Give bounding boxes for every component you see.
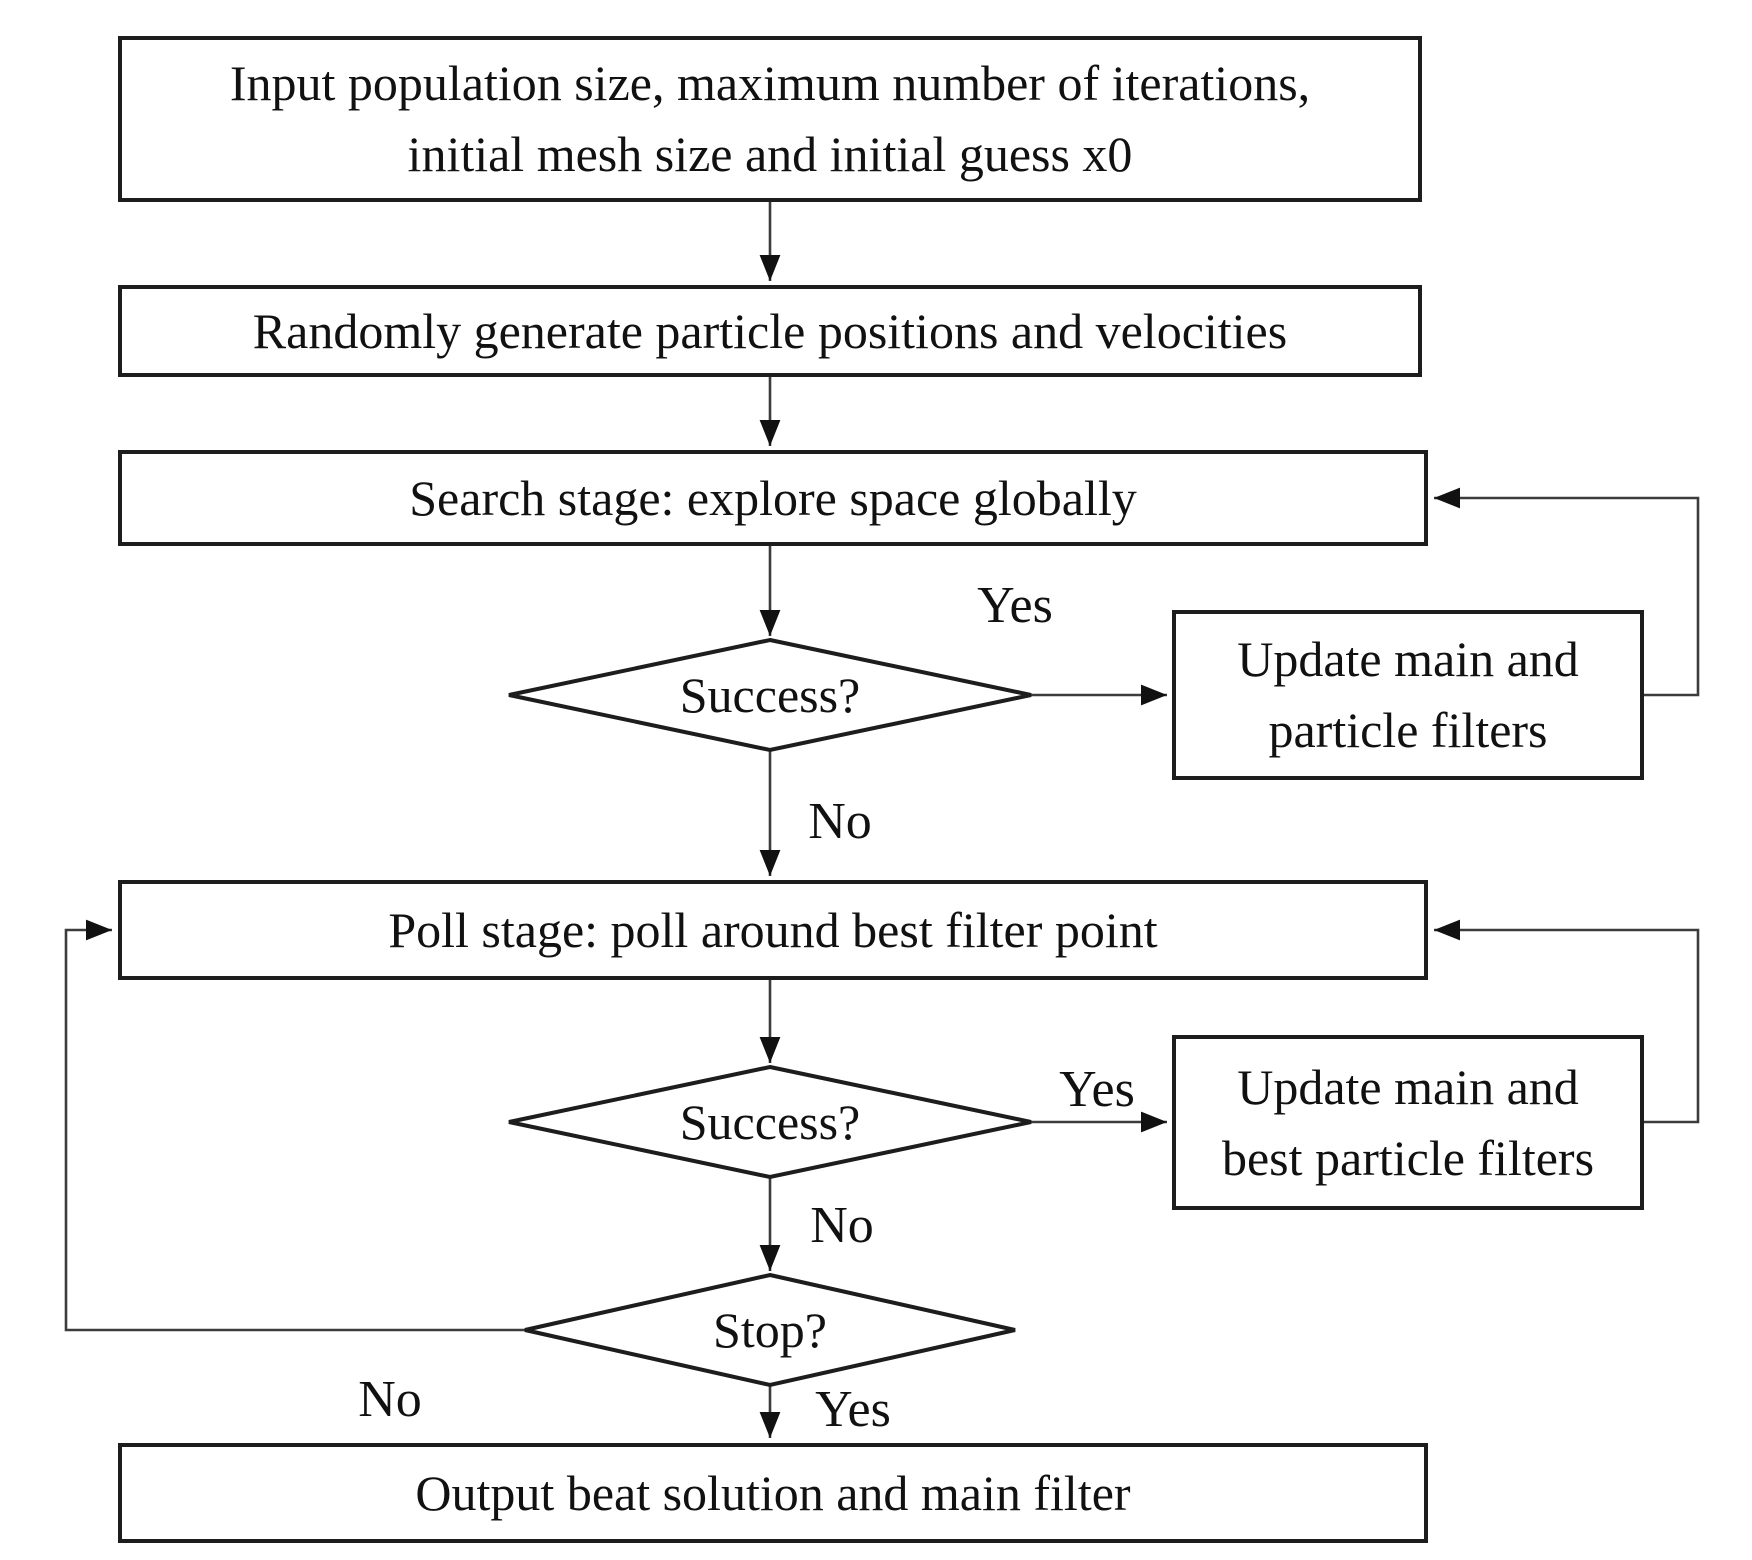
node-update1-line-2: particle filters [1268, 702, 1548, 758]
node-input-line-2: initial mesh size and initial guess x0 [407, 126, 1133, 182]
decision-success-1-shape [508, 637, 1032, 753]
node-update2-line-1: Update main and [1237, 1058, 1579, 1115]
decision-stop-label: Stop? [713, 1302, 827, 1358]
node-update-main-particle-filters: Update main and particle filters [1172, 610, 1644, 780]
node-output-line-1: Output beat solution and main filter [415, 1464, 1131, 1521]
edge-label-success1-yes: Yes [977, 576, 1053, 634]
node-input-parameters: Input population size, maximum number of… [118, 36, 1422, 202]
decision-stop-shape [524, 1272, 1016, 1388]
decision-success-2-shape [508, 1064, 1032, 1180]
node-input-line-1: Input population size, maximum number of… [229, 55, 1311, 111]
edge-label-stop-no: No [358, 1370, 422, 1428]
edge-label-stop-yes: Yes [815, 1380, 891, 1438]
node-randomly-generate: Randomly generate particle positions and… [118, 285, 1422, 377]
edge-label-success2-yes: Yes [1059, 1060, 1135, 1118]
node-search-line-1: Search stage: explore space globally [409, 469, 1137, 526]
node-update2-line-2: best particle filters [1221, 1129, 1595, 1186]
edge-label-success2-no: No [810, 1196, 874, 1254]
decision-success-2-label: Success? [679, 1094, 861, 1150]
node-update1-line-1: Update main and [1237, 631, 1579, 687]
node-search-stage: Search stage: explore space globally [118, 450, 1428, 546]
node-random-line-1: Randomly generate particle positions and… [252, 302, 1288, 359]
node-poll-line-1: Poll stage: poll around best filter poin… [388, 901, 1158, 958]
node-update-main-best-particle-filters: Update main and best particle filters [1172, 1035, 1644, 1210]
edge-label-success1-no: No [808, 792, 872, 850]
connector-stop-no-to-poll-loop [64, 919, 525, 1332]
node-output: Output beat solution and main filter [118, 1443, 1428, 1543]
connector-update2-to-poll-loop [1434, 919, 1700, 1124]
connector-update1-to-search-loop [1434, 487, 1700, 697]
decision-success-1-label: Success? [679, 667, 861, 723]
node-poll-stage: Poll stage: poll around best filter poin… [118, 880, 1428, 980]
